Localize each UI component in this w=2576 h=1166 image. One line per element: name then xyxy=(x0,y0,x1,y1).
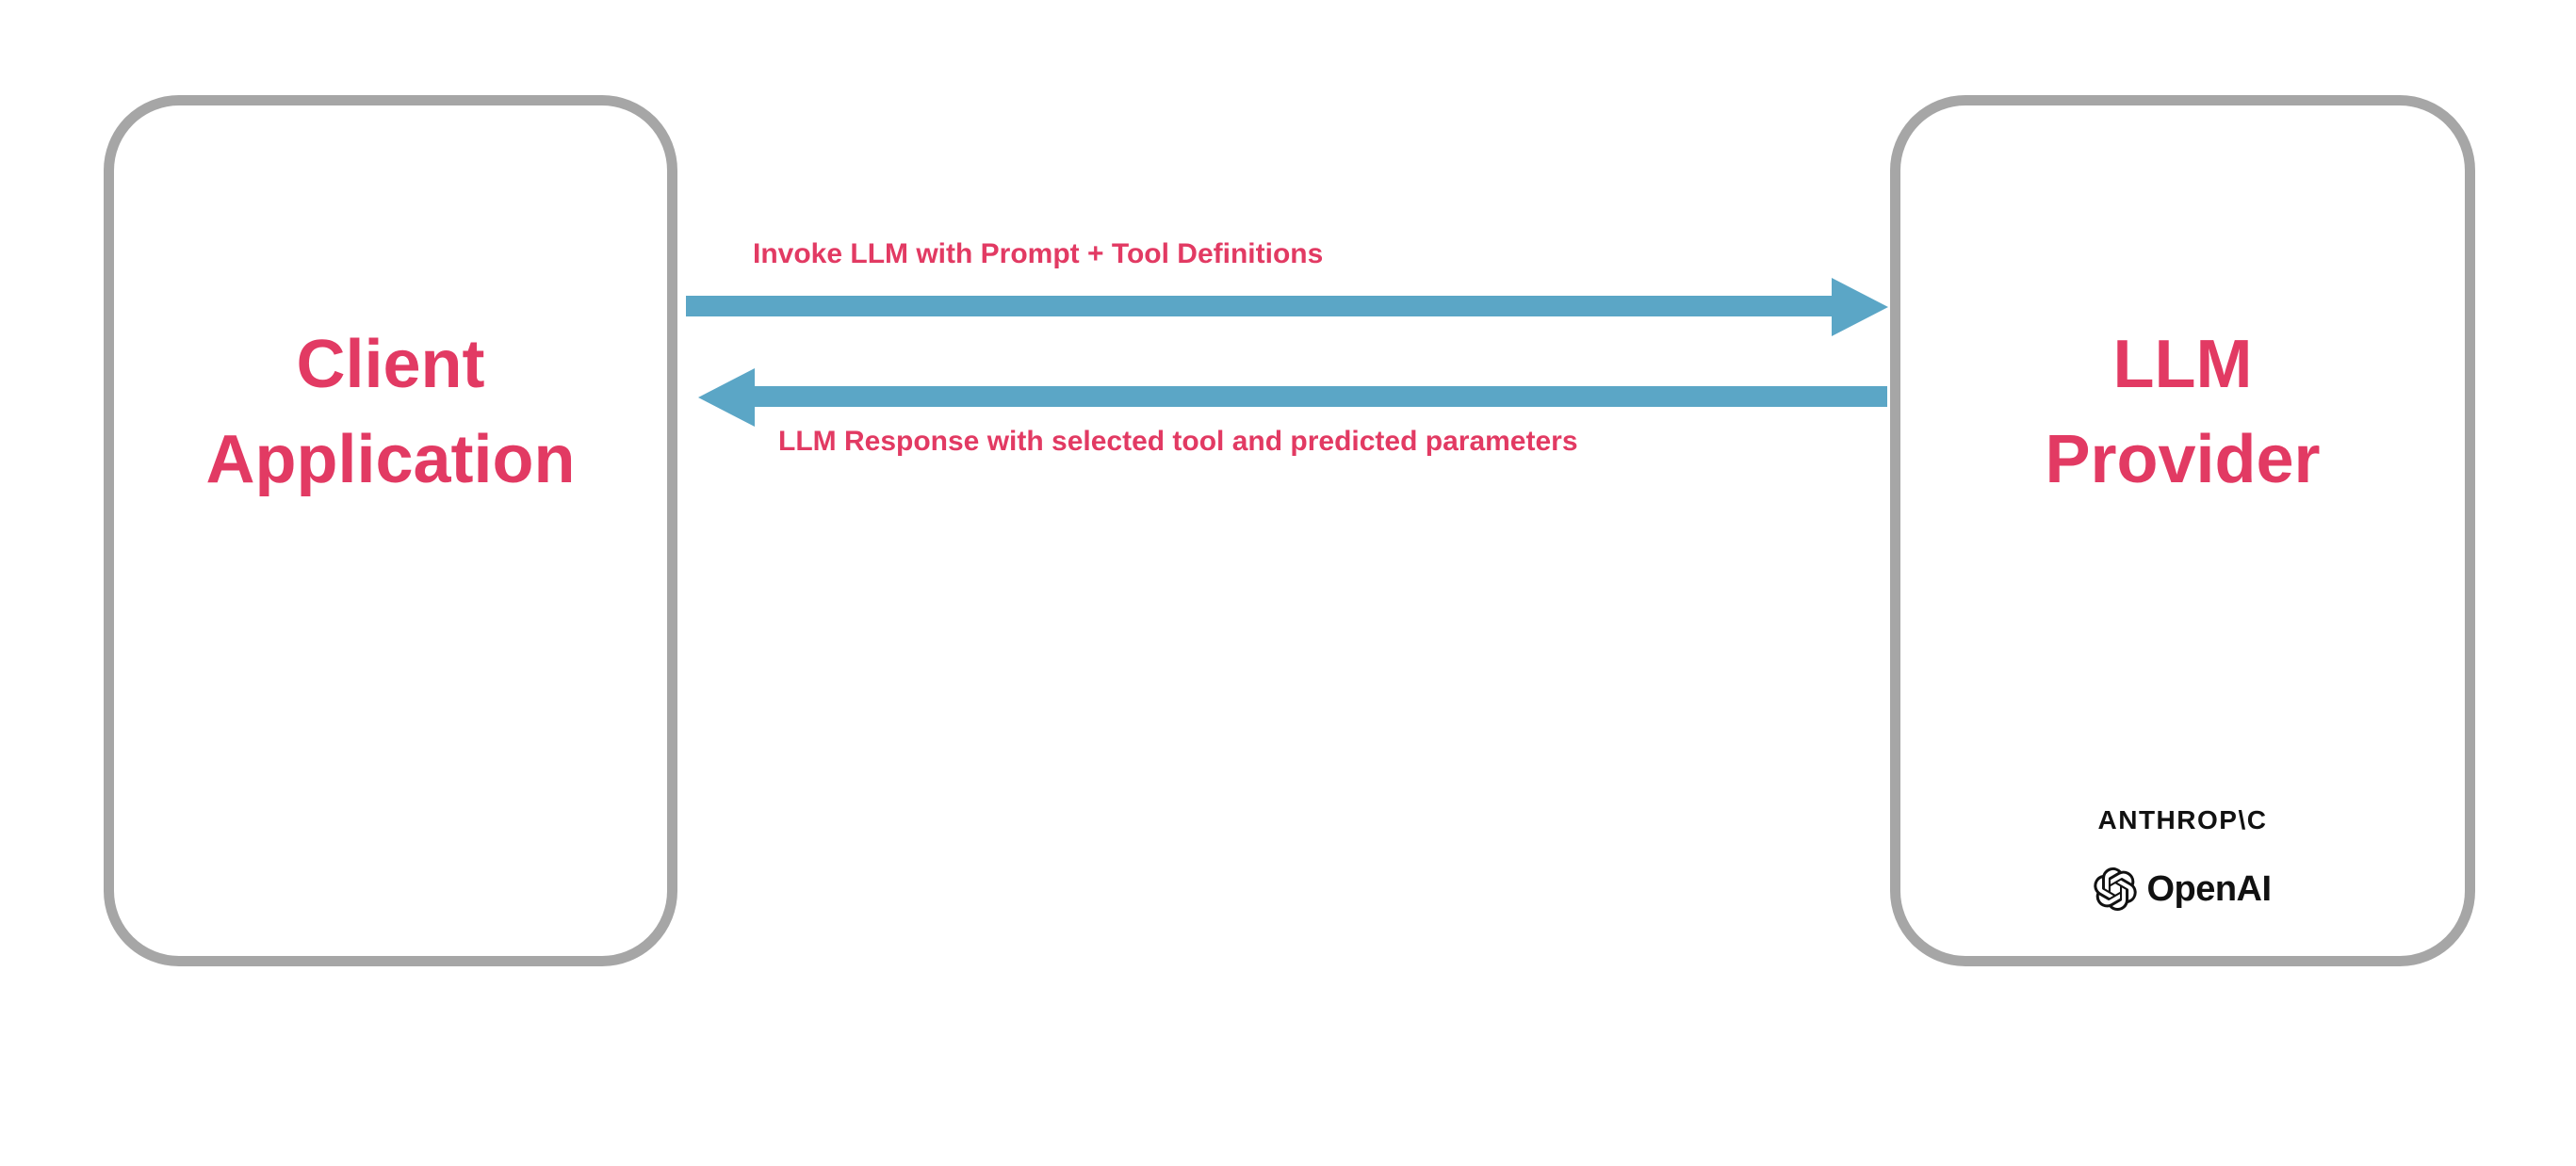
llm-provider-label: LLM Provider xyxy=(1900,317,2465,508)
request-arrow-label: Invoke LLM with Prompt + Tool Definition… xyxy=(753,238,1324,269)
llm-provider-label-line2: Provider xyxy=(2045,421,2321,497)
client-application-label: Client Application xyxy=(114,317,667,508)
client-application-box: Client Application xyxy=(104,95,677,966)
client-application-label-line2: Application xyxy=(205,421,576,497)
request-arrow-shaft xyxy=(686,296,1834,316)
openai-wordmark: OpenAI xyxy=(2146,868,2272,909)
response-arrowhead-icon xyxy=(698,368,755,427)
llm-provider-label-line1: LLM xyxy=(2112,327,2253,402)
openai-logo-icon xyxy=(2094,867,2138,911)
client-application-label-line1: Client xyxy=(296,327,485,402)
request-arrowhead-icon xyxy=(1832,278,1888,336)
openai-logo-row: OpenAI xyxy=(2094,867,2272,911)
llm-provider-box: LLM Provider ANTHROP\C OpenAI xyxy=(1890,95,2475,966)
response-arrow-shaft xyxy=(754,386,1887,407)
provider-logos: ANTHROP\C OpenAI xyxy=(1900,805,2465,911)
anthropic-wordmark: ANTHROP\C xyxy=(2097,805,2268,834)
response-arrow-label: LLM Response with selected tool and pred… xyxy=(778,426,1578,457)
